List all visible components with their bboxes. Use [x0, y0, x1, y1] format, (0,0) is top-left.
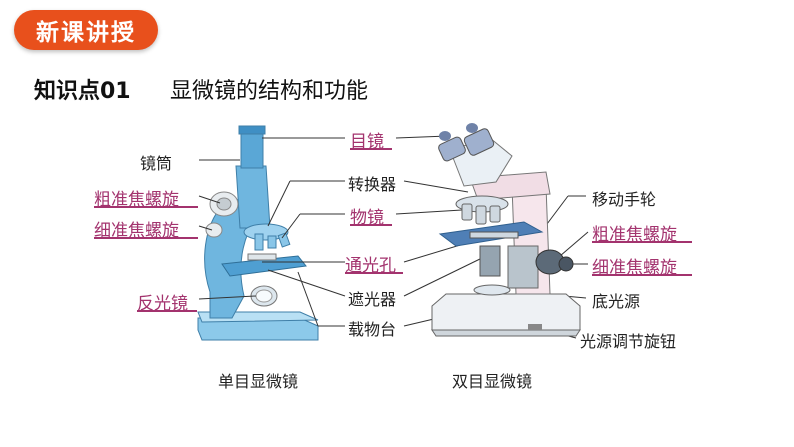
monocular-microscope-illustration: [197, 125, 319, 341]
caption-monocular: 单目显微镜: [218, 372, 299, 391]
label-stage: 载物台: [348, 320, 397, 339]
label-objective: 物镜: [350, 208, 384, 228]
label-stage-control-knob: 移动手轮: [592, 190, 657, 209]
label-light-adjust-knob: 光源调节旋钮: [580, 332, 677, 351]
label-fine-focus-left: 细准焦螺旋: [94, 221, 179, 241]
label-revolving-nosepiece: 转换器: [348, 175, 397, 194]
underline: [592, 274, 692, 276]
underline: [350, 224, 392, 226]
underline: [94, 237, 198, 239]
label-coarse-focus-right: 粗准焦螺旋: [592, 225, 677, 245]
knowledge-point-number: 知识点01: [34, 79, 131, 104]
label-coarse-focus-left: 粗准焦螺旋: [94, 190, 179, 210]
label-diaphragm: 遮光器: [348, 290, 397, 309]
underline: [94, 206, 198, 208]
caption-binocular: 双目显微镜: [452, 372, 533, 391]
underline: [592, 241, 692, 243]
label-eyepiece: 目镜: [350, 132, 384, 152]
label-fine-focus-right: 细准焦螺旋: [592, 258, 677, 278]
label-lens-tube: 镜筒: [140, 154, 173, 173]
label-stage-aperture: 通光孔: [345, 256, 396, 276]
label-base-light: 底光源: [592, 292, 641, 311]
topic-title: 显微镜的结构和功能: [170, 79, 369, 104]
underline: [345, 272, 403, 274]
underline: [350, 148, 392, 150]
label-mirror: 反光镜: [137, 294, 188, 314]
underline: [137, 310, 197, 312]
section-badge: 新课讲授: [14, 10, 158, 50]
binocular-microscope-illustration: [431, 123, 581, 337]
